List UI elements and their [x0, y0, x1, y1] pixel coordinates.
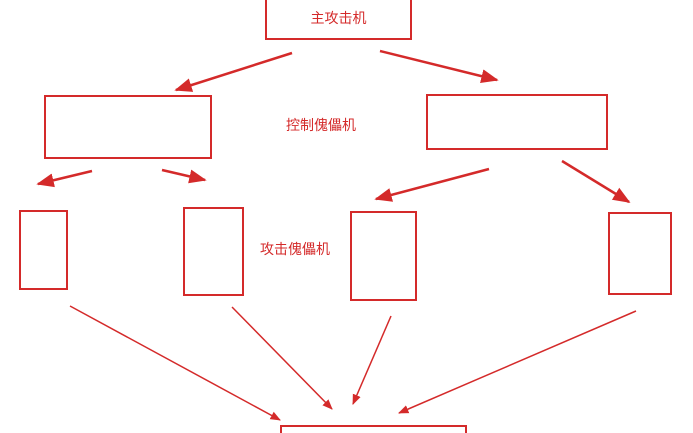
- arrow-control-right-to-attack-4: [561, 159, 631, 204]
- master-node: 主攻击机: [265, 0, 412, 40]
- attack-node-4: [608, 212, 672, 295]
- arrow-control-left-to-attack-1: [36, 169, 93, 188]
- arrow-control-left-to-attack-2: [161, 168, 207, 184]
- master-node-label: 主攻击机: [310, 11, 367, 27]
- arrow-master-to-control-left: [174, 51, 293, 92]
- arrow-attack-4-to-target: [398, 310, 637, 414]
- target-node: [280, 425, 467, 433]
- arrow-attack-2-to-target: [231, 306, 333, 410]
- attack-node-3: [350, 211, 417, 301]
- control-node-left: [44, 95, 212, 159]
- arrow-attack-1-to-target: [69, 305, 281, 421]
- arrow-control-right-to-attack-3: [374, 167, 490, 202]
- attack-label: 攻击傀儡机: [260, 242, 330, 258]
- attack-node-2: [183, 207, 244, 296]
- control-label: 控制傀儡机: [286, 118, 356, 134]
- attack-node-1: [19, 210, 68, 290]
- arrow-attack-3-to-target: [352, 315, 392, 405]
- arrow-master-to-control-right: [379, 49, 499, 84]
- control-node-right: [426, 94, 608, 150]
